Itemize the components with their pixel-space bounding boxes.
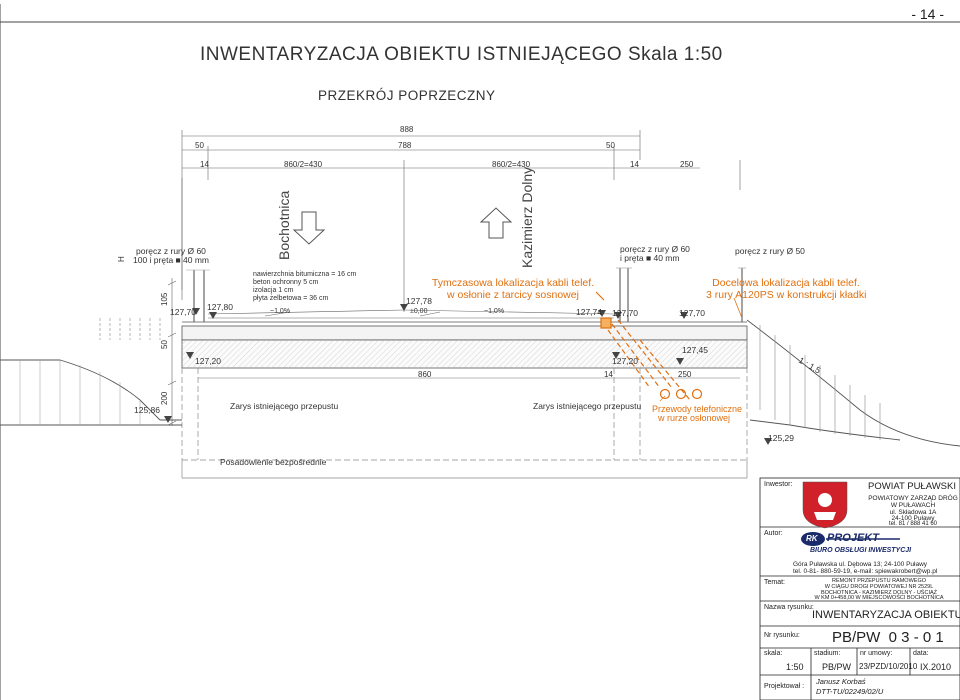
logo-rk: RK <box>806 534 818 543</box>
dim-788: 788 <box>398 141 412 150</box>
elev-4: 127,74 <box>576 307 602 317</box>
investor-name: POWIAT PUŁAWSKI <box>868 481 956 492</box>
elev-9: 127,45 <box>682 345 708 355</box>
author-addr: Góra Puławska ul. Dębowa 13; 24-100 Puła… <box>793 561 928 568</box>
culvert-note-2: Zarys istniejącego przepustu <box>533 401 642 411</box>
layer-3: izolacja 1 cm <box>253 287 294 294</box>
elev-7: 127,20 <box>195 356 221 366</box>
investor-label: Inwestor: <box>764 481 793 488</box>
layer-1: nawierzchnia bitumiczna = 16 cm <box>253 271 357 278</box>
designer-no: DTT-TU/02249/02/U <box>816 687 884 696</box>
elev-2: 127,80 <box>207 302 233 312</box>
date-value: IX.2010 <box>920 662 952 672</box>
powiat-crest <box>802 481 848 529</box>
dim-250: 250 <box>680 160 694 169</box>
topic-2: W CIĄGU DROGI POWIATOWEJ NR 2529L <box>824 584 934 590</box>
drawing-name-label: Nazwa rysunku: <box>764 604 814 611</box>
dim-14a: 14 <box>200 160 209 169</box>
investor-org-1: POWIATOWY ZARZĄD DRÓG <box>868 495 958 502</box>
dim-right-50: 50 <box>606 141 615 150</box>
drawing-no: PB/PW 0 3 - 0 1 <box>832 629 944 646</box>
investor-addr-2: 24-100 Puławy <box>891 515 935 522</box>
cables-note-2: w rurze osłonowej <box>658 413 731 423</box>
dim-14c: 14 <box>604 370 613 379</box>
investor-org-2: W PUŁAWACH <box>890 502 936 509</box>
topic-3: BOCHOTNICA - KAZIMIERZ DOLNY - UŚCIĄŻ <box>820 590 938 596</box>
temp-location-line-1: Tymczasowa lokalizacja kabli telef. <box>431 277 595 289</box>
drawing-no-label: Nr rysunku: <box>764 632 800 639</box>
terrain-line <box>0 319 960 447</box>
page-number: - 14 - <box>911 6 944 22</box>
layer-4: płyta żelbetowa = 36 cm <box>253 295 329 302</box>
slope-right: ~1,0% <box>484 308 505 315</box>
zero-level: ±0,00 <box>410 308 428 315</box>
topic-4: W KM 0+458,00 W MIEJSCOWOŚCI BOCHOTNICA <box>814 595 944 601</box>
topic-label: Temat: <box>764 579 786 586</box>
investor-addr-1: ul. Składowa 1A <box>889 509 937 516</box>
final-location-line-2: 3 rury A120PS w konstrukcji kładki <box>706 289 867 301</box>
telecom-cables <box>595 291 743 402</box>
contract-value: 23/PZD/10/2010 <box>859 662 918 671</box>
final-location-line-1: Docelowa lokalizacja kabli telef. <box>712 277 860 289</box>
drawing-title: INWENTARYZACJA OBIEKTU ISTNIEJĄCEGO Skal… <box>200 44 723 65</box>
railing-mid-1: poręcz z rury Ø 60 <box>620 244 690 254</box>
dimension-lines <box>181 130 741 312</box>
drawing-name: INWENTARYZACJA OBIEKTU <box>812 609 960 621</box>
contract-label: nr umowy: <box>860 650 893 657</box>
designer-label: Projektował : <box>764 683 805 690</box>
dim-860: 860 <box>418 370 432 379</box>
stage-value: PB/PW <box>822 662 852 672</box>
elev-8: 127,20 <box>612 356 638 366</box>
dim-total: 888 <box>400 125 414 134</box>
author-bureau: BIURO OBSŁUGI INWESTYCJI <box>810 547 912 554</box>
dim-half-1: 860/2=430 <box>284 160 323 169</box>
railing-right: poręcz z rury Ø 50 <box>735 246 805 256</box>
layer-2: beton ochronny 5 cm <box>253 279 319 286</box>
logo-projekt: PROJEKT <box>827 532 879 544</box>
foundation-note: Posadowienie bezpośrednie <box>220 457 327 467</box>
railing-left-2: 100 i pręta ■ 40 mm <box>133 255 210 265</box>
temp-location-line-2: w osłonie z tarcicy sosnowej <box>447 289 579 301</box>
topic-1: REMONT PRZEPUSTU RAMOWEGO <box>831 578 926 584</box>
investor-tel: tel. 81 / 888 41 60 <box>888 521 938 527</box>
elev-11: 125,29 <box>768 433 794 443</box>
railing-left-1: poręcz z rury Ø 60 <box>136 246 206 256</box>
elev-3: 127,78 <box>406 296 432 306</box>
culvert-note-1: Zarys istniejącego przepustu <box>230 401 339 411</box>
rk-projekt-logo <box>801 532 900 546</box>
slope-left: ~1,0% <box>270 308 291 315</box>
dim-h: H <box>117 256 126 262</box>
author-contact: tel. 0-81- 880-59-19, e-mail: spiewakrob… <box>793 568 938 575</box>
dim-v50: 50 <box>160 340 169 349</box>
dim-half-2: 860/2=430 <box>492 160 531 169</box>
scale-label: skala: <box>764 650 783 657</box>
cables-note-1: Przewody telefoniczne <box>652 404 743 414</box>
railing-mid-2: i pręta ■ 40 mm <box>620 253 680 263</box>
label-kazimierz: Kazimierz Dolny <box>519 166 535 268</box>
elev-6: 127,70 <box>679 308 705 318</box>
dim-14b: 14 <box>630 160 639 169</box>
drawing-subtitle: PRZEKRÓJ POPRZECZNY <box>318 88 496 103</box>
label-bochotnica: Bochotnica <box>276 190 292 260</box>
scale-value: 1:50 <box>786 662 804 672</box>
author-label: Autor: <box>764 530 783 537</box>
elev-1: 127,70 <box>170 307 196 317</box>
dim-left-50: 50 <box>195 141 204 150</box>
dim-250b: 250 <box>678 370 692 379</box>
elev-5: 127,70 <box>612 308 638 318</box>
elev-10: 125,86 <box>134 405 160 415</box>
stage-label: stadium: <box>814 650 841 657</box>
dim-v105: 105 <box>160 292 169 306</box>
designer-name: Janusz Korbaś <box>816 677 866 686</box>
date-label: data: <box>913 650 929 657</box>
title-block-frame <box>759 477 960 700</box>
dim-v200: 200 <box>160 391 169 405</box>
